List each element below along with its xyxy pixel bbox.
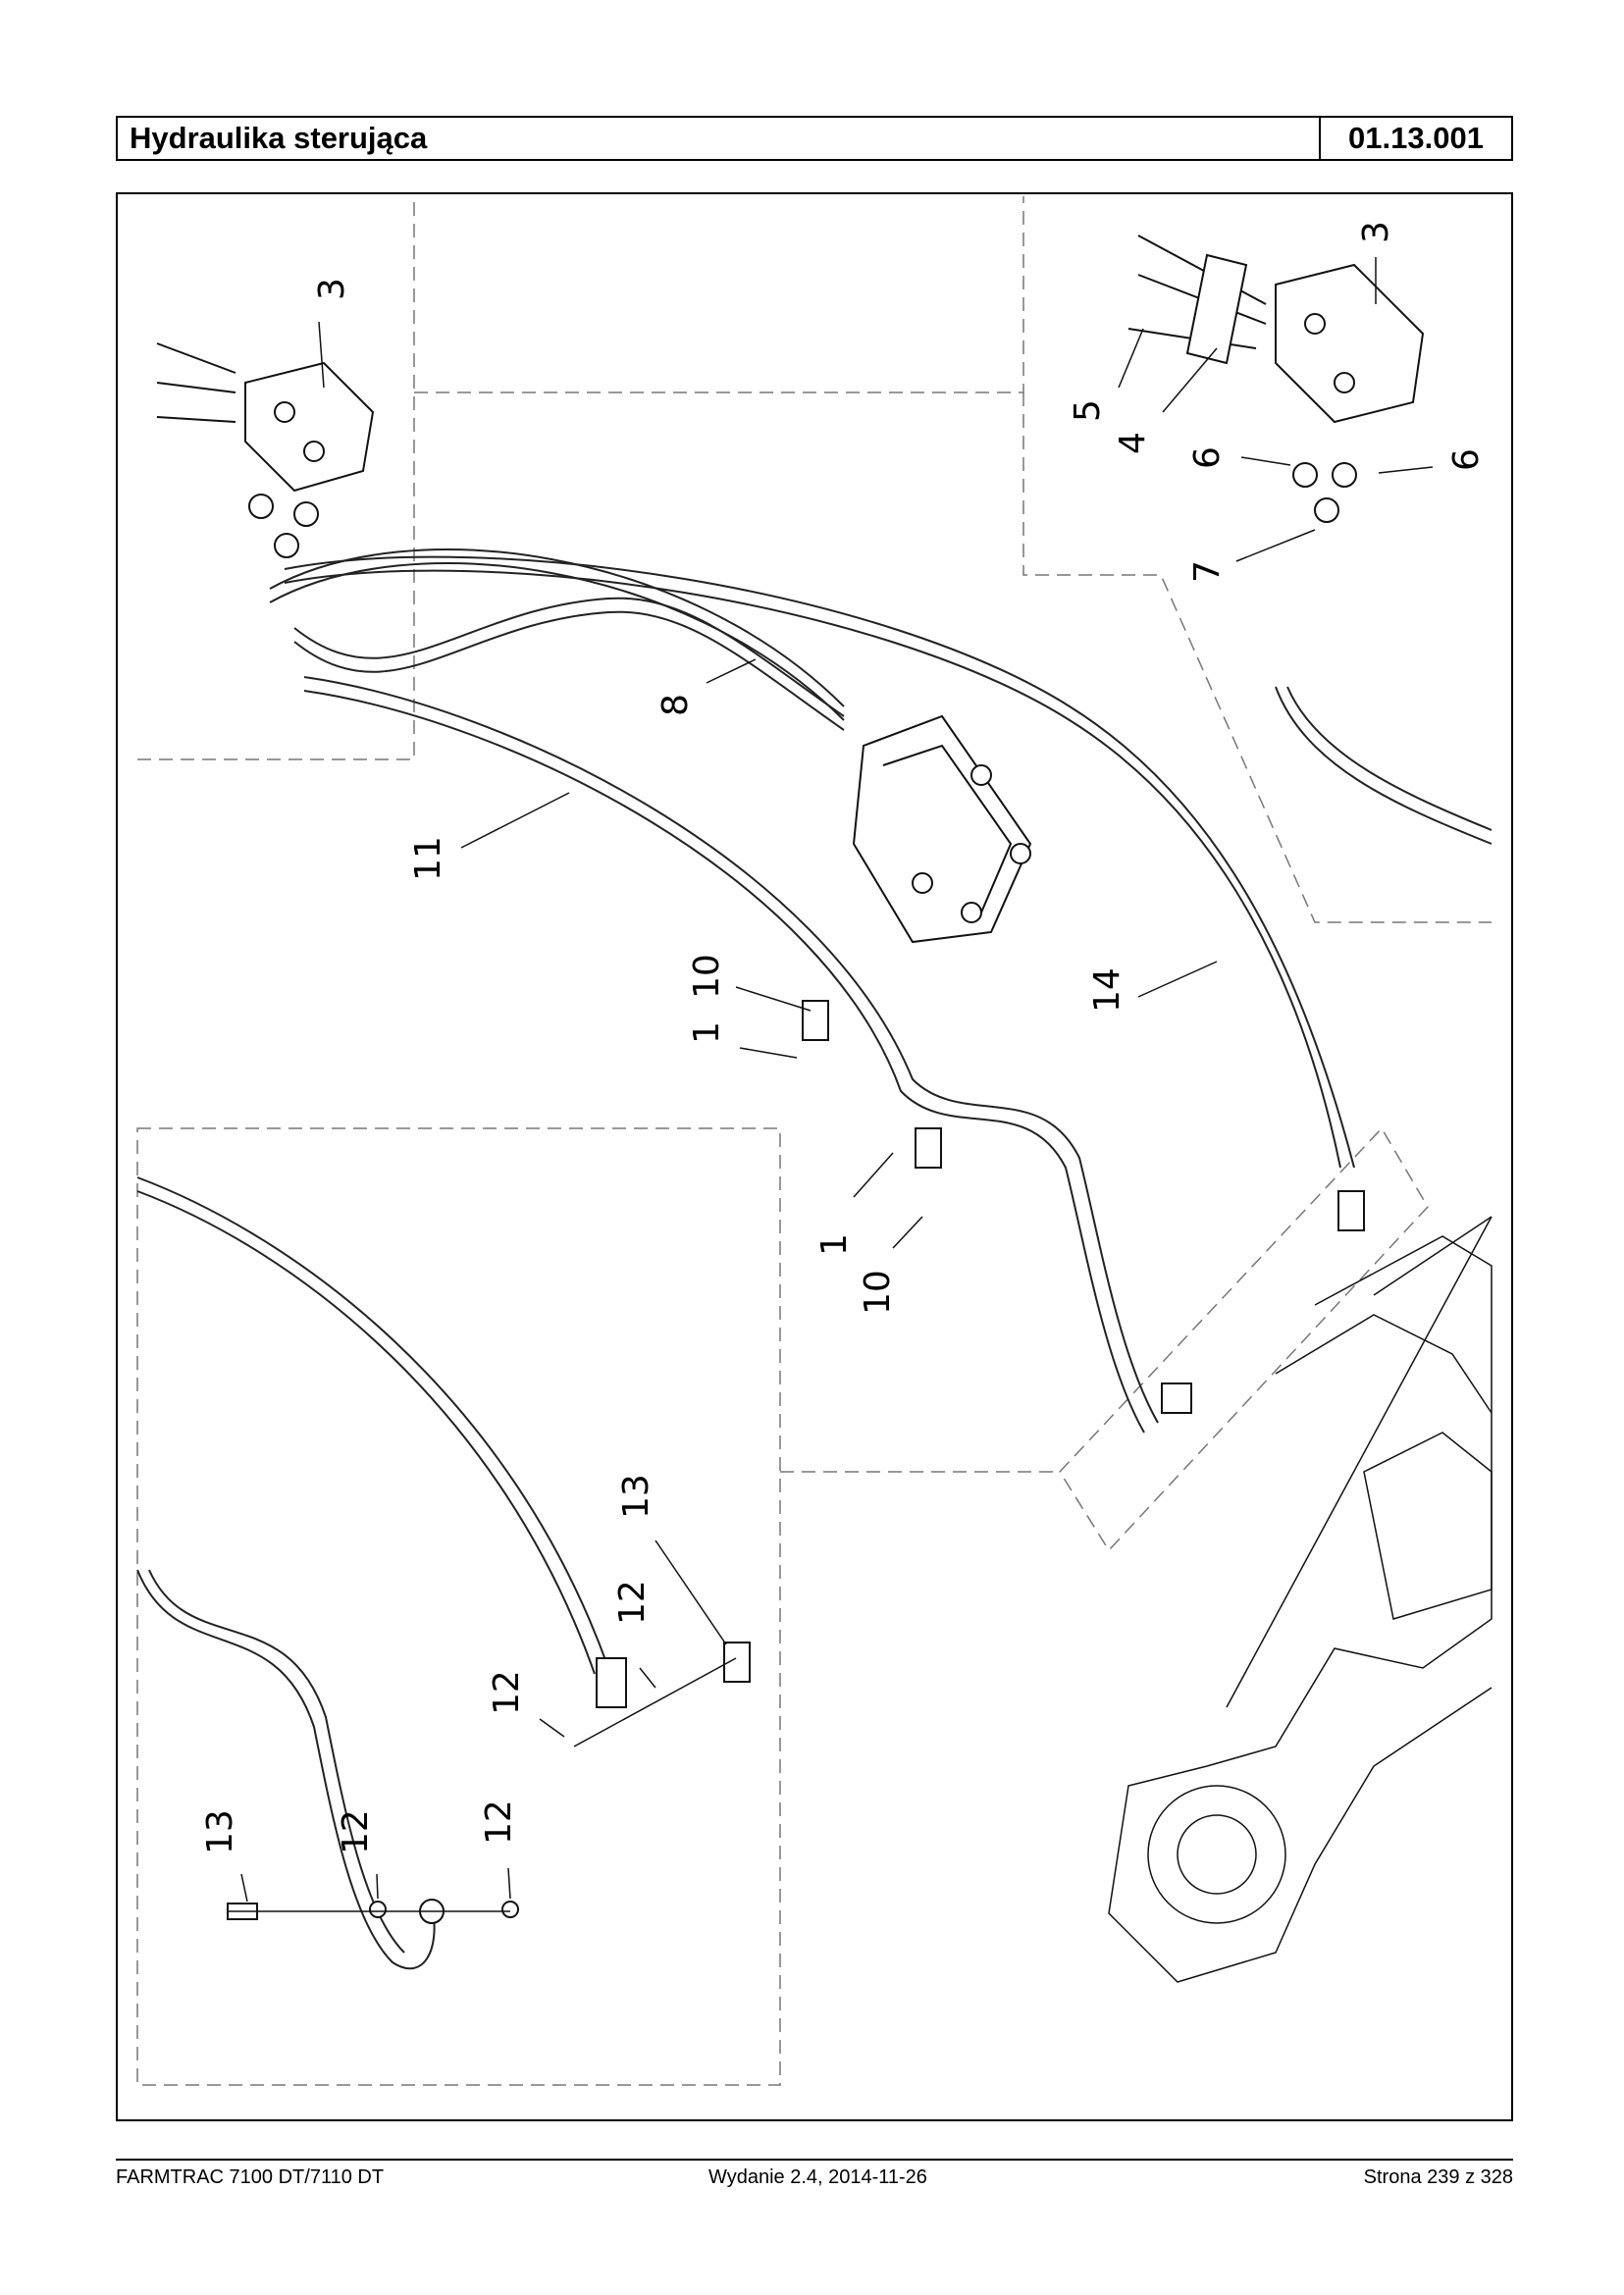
detail-outlines — [136, 196, 1492, 2086]
page-header: Hydraulika sterująca 01.13.001 — [116, 116, 1513, 161]
page-title: Hydraulika sterująca — [118, 118, 1321, 159]
callout-6-b: 6 — [1446, 448, 1487, 471]
section-code: 01.13.001 — [1348, 121, 1484, 155]
callout-5: 5 — [1068, 399, 1108, 422]
footer-model: FARMTRAC 7100 DT/7110 DT — [116, 2166, 385, 2188]
callout-10-top: 10 — [687, 954, 727, 999]
callout-13-a: 13 — [616, 1474, 656, 1519]
callout-10-mid: 10 — [858, 1270, 898, 1315]
callout-14: 14 — [1087, 967, 1127, 1013]
steering-unit-right — [1127, 235, 1425, 424]
steering-unit-left — [156, 342, 375, 493]
callout-3-right: 3 — [1356, 221, 1396, 243]
callout-12-b: 12 — [487, 1670, 527, 1715]
assembly-lines — [228, 1657, 737, 1912]
callout-12-d: 12 — [479, 1799, 519, 1845]
front-axle — [1108, 1216, 1493, 1983]
footer-page-number: Strona 239 z 328 — [1363, 2166, 1513, 2188]
callout-13-b: 13 — [200, 1809, 240, 1854]
callout-11: 11 — [408, 836, 448, 881]
footer-rule — [116, 2159, 1513, 2161]
hoses — [136, 548, 1493, 1970]
drawing-frame — [116, 192, 1513, 2121]
callout-6-a: 6 — [1187, 446, 1228, 469]
callout-4: 4 — [1113, 432, 1153, 454]
callout-1-top: 1 — [687, 1021, 727, 1044]
footer-edition: Wydanie 2.4, 2014-11-26 — [708, 2166, 927, 2188]
callout-3-left: 3 — [312, 278, 352, 300]
callout-1-mid: 1 — [814, 1233, 855, 1256]
callout-12-c: 12 — [336, 1809, 376, 1854]
leader-lines — [240, 257, 1434, 1903]
callout-12-a: 12 — [612, 1580, 653, 1625]
callout-8: 8 — [655, 694, 696, 716]
callout-7: 7 — [1187, 560, 1228, 583]
hydraulic-pump — [852, 714, 1032, 944]
